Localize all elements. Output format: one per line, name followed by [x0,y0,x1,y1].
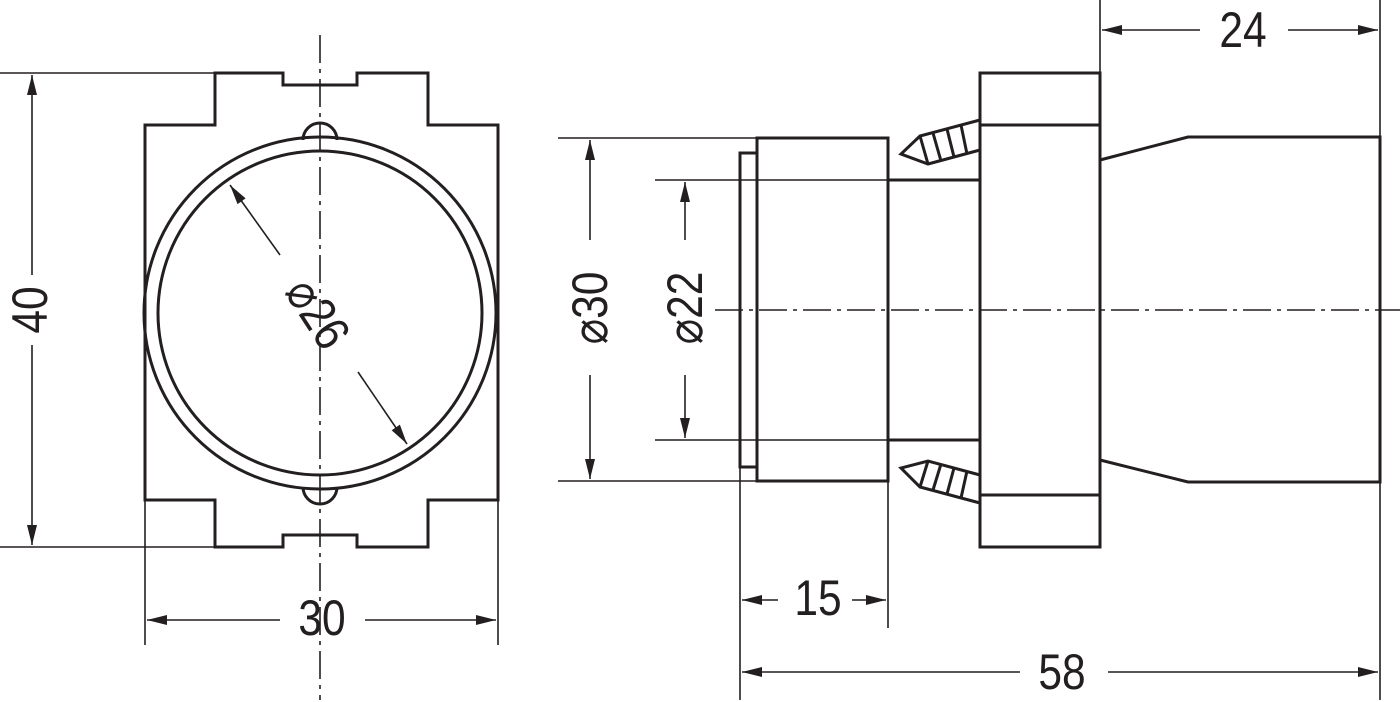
top-locating-lug [301,121,339,141]
diameter-dimension-label: ⌀26 [275,267,362,359]
bottom-screw [898,459,981,505]
cap-diameter-label: ⌀30 [562,272,618,345]
top-screw [898,118,981,166]
outer-ring [142,135,498,491]
button-cap [755,136,890,483]
dim-line-26 [229,184,281,256]
bottom-locating-lug [301,486,339,506]
height-dimension-label: 40 [2,286,58,333]
total-length-label: 58 [1038,644,1085,700]
rear-length-label: 24 [1219,2,1266,58]
mounting-bezel [978,71,1102,549]
inner-ring [156,149,484,477]
width-dimension-label: 30 [298,590,345,646]
cap-length-label: 15 [794,570,841,626]
shaft-diameter-label: ⌀22 [657,272,713,345]
dim-line-26 [357,371,408,445]
rear-body [1099,135,1382,484]
side-view: ⌀30 ⌀22 24 15 58 [558,0,1400,700]
front-view: 40 30 ⌀26 [0,35,500,700]
